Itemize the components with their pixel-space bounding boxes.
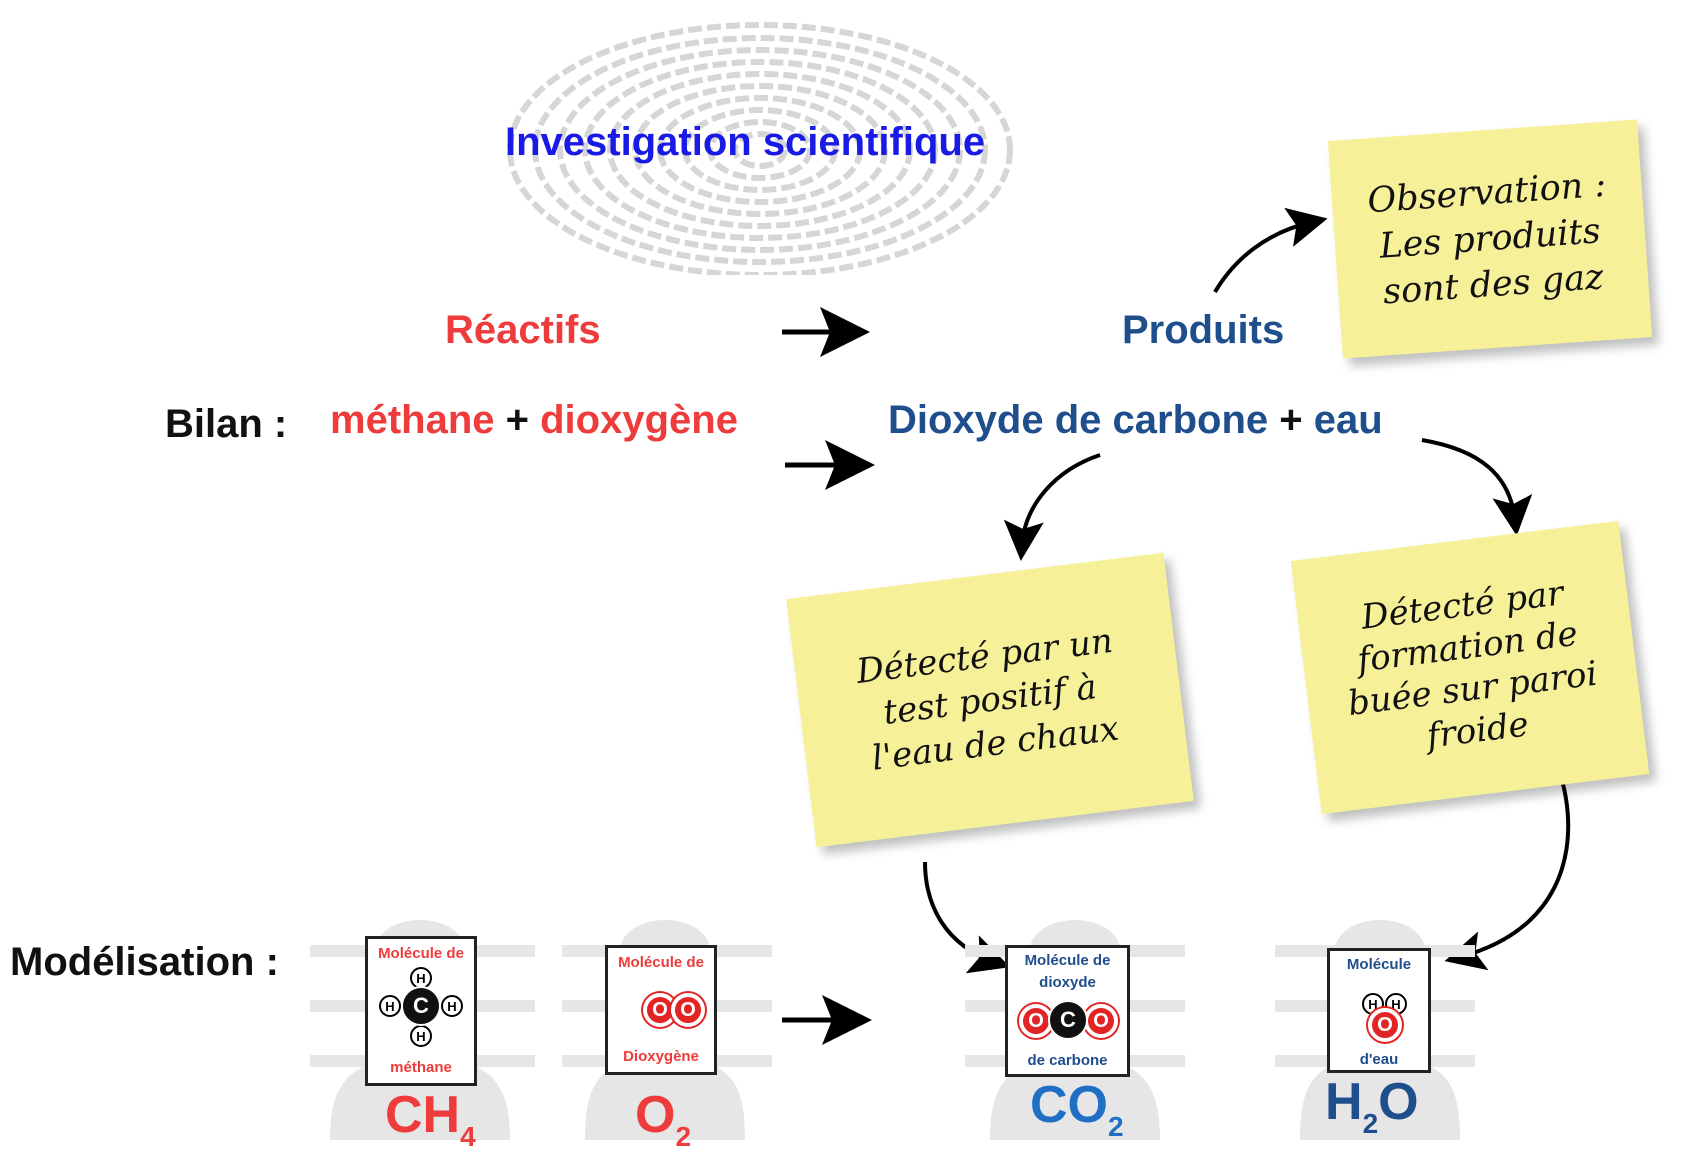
formula-h2o-post: O — [1378, 1073, 1419, 1131]
card-methane: Molécule de H H H H C méthane — [365, 936, 477, 1086]
reactant-methane: méthane — [330, 398, 495, 442]
page-title: Investigation scientifique — [505, 120, 986, 164]
card-dioxygene-bottom: Dioxygène — [623, 1048, 699, 1065]
atom-c: C — [1048, 1000, 1088, 1040]
formula-o2-sub: 2 — [675, 1121, 692, 1152]
card-methane-bottom: méthane — [390, 1059, 452, 1076]
formula-co2-main: CO — [1030, 1076, 1108, 1134]
bilan-reactants: méthane + dioxygène — [330, 398, 738, 443]
card-h2o-bottom: d'eau — [1359, 1051, 1399, 1068]
arrow-to-h2o-card — [1444, 759, 1571, 971]
card-co2-top2: dioxyde — [1039, 974, 1096, 991]
arrow-to-chaux-note — [1003, 453, 1101, 561]
modelisation-label: Modélisation : — [10, 940, 279, 984]
arrow-to-buee-note — [1421, 438, 1533, 536]
formula-o2-main: O — [635, 1086, 676, 1144]
formula-h2o: H2O — [1325, 1072, 1419, 1140]
formula-ch4-sub: 4 — [460, 1121, 476, 1152]
atom-o: O — [1368, 1008, 1402, 1042]
atom-o-right: O — [1084, 1004, 1118, 1038]
card-methane-top: Molécule de — [378, 945, 464, 962]
formula-co2: CO2 — [1030, 1075, 1124, 1143]
atom-h-bottom: H — [410, 1025, 432, 1047]
reactant-dioxygene: dioxygène — [540, 398, 738, 442]
card-dioxygene-top: Molécule de — [618, 954, 704, 971]
card-co2: Molécule de dioxyde O O C de carbone — [1005, 945, 1130, 1077]
atom-h-left: H — [379, 995, 401, 1017]
atom-o-right: O — [671, 993, 705, 1027]
formula-h2o-pre: H — [1325, 1073, 1363, 1131]
fingerprint-watermark — [507, 22, 1013, 275]
card-h2o: Molécule H H O d'eau — [1327, 948, 1431, 1073]
formula-ch4-main: CH — [385, 1086, 461, 1144]
card-co2-top: Molécule de — [1024, 952, 1111, 969]
plus-sign: + — [505, 398, 529, 442]
atom-c: C — [401, 986, 441, 1026]
atom-h-right: H — [441, 995, 463, 1017]
formula-co2-sub: 2 — [1108, 1111, 1124, 1142]
bilan-label: Bilan : — [165, 402, 288, 446]
card-dioxygene: Molécule de O O Dioxygène — [605, 945, 717, 1075]
produits-heading: Produits — [1122, 308, 1285, 352]
formula-o2: O2 — [635, 1085, 691, 1153]
card-h2o-top: Molécule — [1346, 956, 1412, 973]
arrow-to-observation — [1213, 207, 1328, 294]
product-eau: eau — [1313, 398, 1383, 442]
formula-ch4: CH4 — [385, 1085, 476, 1153]
atom-h-top: H — [410, 967, 432, 989]
bilan-products: Dioxyde de carbone + eau — [888, 398, 1383, 443]
card-co2-bottom: de carbone — [1027, 1052, 1108, 1069]
reactifs-heading: Réactifs — [445, 308, 601, 352]
plus-sign: + — [1279, 398, 1303, 442]
product-co2: Dioxyde de carbone — [888, 398, 1269, 442]
formula-h2o-sub: 2 — [1362, 1108, 1379, 1139]
